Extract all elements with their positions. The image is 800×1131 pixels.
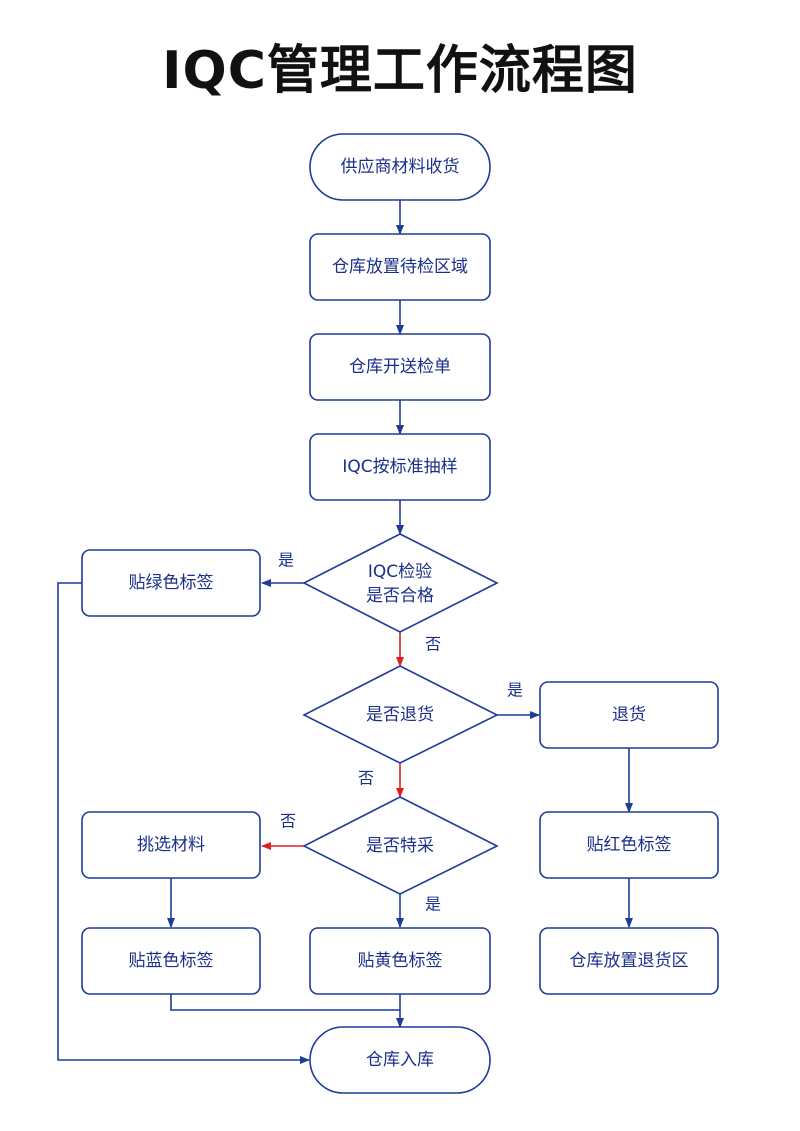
label-yellow-label: 贴黄色标签 — [358, 951, 443, 971]
label-special-decision: 是否特采 — [366, 836, 434, 856]
node-return-goods — [539, 681, 719, 749]
edge-label-no-special: 否 — [280, 812, 296, 831]
label-pick-material: 挑选材料 — [137, 835, 205, 855]
label-red-label: 贴红色标签 — [587, 835, 672, 855]
label-green-label: 贴绿色标签 — [129, 573, 214, 593]
label-blue-label: 贴蓝色标签 — [129, 951, 214, 971]
node-warehouse-in — [309, 1026, 491, 1094]
node-green-label — [81, 549, 261, 617]
node-special-decision — [302, 796, 499, 895]
node-warehouse-return-area — [539, 927, 719, 995]
node-iqc-inspect — [302, 533, 499, 633]
edge-label-no-return: 否 — [358, 769, 374, 788]
label-iqc-inspect-line2: 是否合格 — [366, 586, 434, 606]
node-pick-material — [81, 811, 261, 879]
label-warehouse-place-pending: 仓库放置待检区域 — [332, 257, 468, 277]
label-warehouse-send-form: 仓库开送检单 — [349, 357, 451, 377]
edge-label-yes-green: 是 — [278, 551, 294, 570]
label-iqc-inspect-line1: IQC检验 — [368, 562, 432, 582]
label-supplier-receive: 供应商材料收货 — [341, 157, 460, 177]
label-warehouse-in: 仓库入库 — [366, 1050, 434, 1070]
label-return-decision: 是否退货 — [366, 705, 434, 725]
node-red-label — [539, 811, 719, 879]
label-return-goods: 退货 — [612, 705, 646, 725]
edge-label-yes-special: 是 — [425, 895, 441, 914]
node-warehouse-send-form — [309, 333, 491, 401]
node-iqc-sampling — [309, 433, 491, 501]
node-return-decision — [302, 665, 499, 764]
node-yellow-label — [309, 927, 491, 995]
edge-green-to-in — [57, 582, 310, 1064]
node-warehouse-place-pending — [309, 233, 491, 301]
page-title: IQC管理工作流程图 — [162, 41, 638, 101]
edge-label-yes-return: 是 — [507, 681, 523, 700]
node-blue-label — [81, 927, 261, 995]
label-iqc-sampling: IQC按标准抽样 — [342, 457, 457, 477]
node-supplier-receive — [309, 133, 491, 201]
label-warehouse-return-area: 仓库放置退货区 — [570, 951, 689, 971]
edge-blue-to-in — [170, 993, 400, 1011]
edge-label-no-inspect: 否 — [425, 635, 441, 654]
